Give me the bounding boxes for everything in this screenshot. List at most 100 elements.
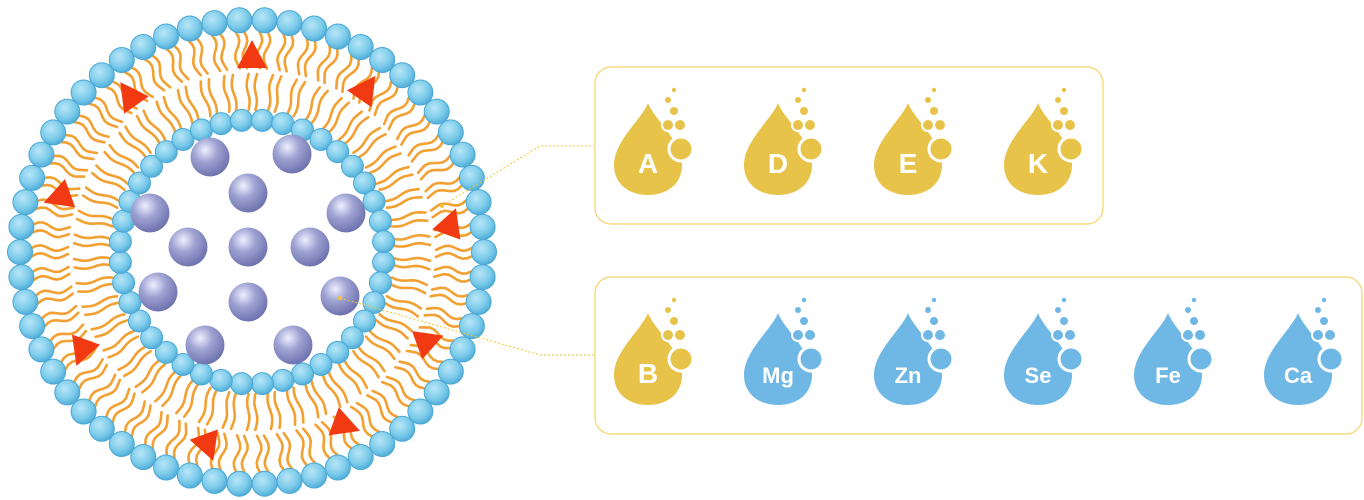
- lipid-tail: [151, 54, 172, 89]
- lipid-tail: [91, 171, 126, 191]
- lipid-tail: [35, 285, 73, 297]
- active-ingredient-triangle: [347, 75, 376, 108]
- lipid-tail: [31, 265, 70, 274]
- lipid-tail: [161, 373, 183, 408]
- lipid-head: [389, 62, 416, 89]
- lipid-tail: [32, 221, 71, 232]
- lipid-head: [458, 164, 485, 191]
- lipid-tail: [130, 66, 155, 99]
- lipid-tail: [335, 54, 353, 90]
- lipid-tail: [273, 75, 283, 114]
- lipid-head: [347, 34, 374, 60]
- lipid-head: [153, 454, 180, 481]
- lipid-head: [28, 336, 55, 363]
- nutrient-drop-icon: Fe: [1134, 297, 1215, 405]
- lipid-tail: [276, 33, 287, 72]
- lipid-tail: [275, 433, 285, 471]
- lipid-head: [369, 47, 396, 73]
- lipid-head: [407, 79, 434, 106]
- lipid-tail: [73, 120, 106, 144]
- lipid-tail: [142, 109, 167, 141]
- lipid-tail: [337, 363, 362, 395]
- lipid-tail: [43, 311, 80, 328]
- lipid-tail: [304, 86, 322, 122]
- lipid-head: [423, 98, 450, 125]
- lipid-tail: [229, 391, 238, 431]
- lipid-head: [271, 368, 295, 392]
- lipid-tail: [75, 276, 114, 286]
- lipid-tail: [375, 319, 409, 340]
- lipid-tail: [314, 423, 331, 460]
- lipid-head: [230, 108, 254, 132]
- lipid-tail: [390, 276, 429, 287]
- lipid-head: [291, 362, 314, 386]
- lipid-tail: [349, 405, 374, 438]
- core-sphere: [273, 325, 313, 365]
- lipid-head: [130, 34, 157, 60]
- lipid-tail: [301, 427, 317, 465]
- lipid-tail: [195, 37, 209, 75]
- lipid-tail: [371, 389, 399, 419]
- lipid-tail: [321, 373, 342, 408]
- nutrient-drop-icon: D: [744, 87, 825, 195]
- lipid-tail: [378, 173, 414, 191]
- lipid-tail: [84, 186, 121, 203]
- lipid-tail: [385, 295, 423, 310]
- lipid-tail: [433, 272, 472, 283]
- lipid-tail: [30, 243, 70, 253]
- lipid-tail: [266, 391, 274, 431]
- lipid-tail: [153, 370, 177, 403]
- lipid-tail: [31, 229, 71, 239]
- lipid-head: [19, 313, 46, 340]
- lipid-tail: [385, 375, 416, 402]
- lipid-head: [171, 128, 195, 151]
- active-ingredient-triangle: [328, 407, 360, 436]
- lipid-head: [326, 140, 350, 164]
- lipid-tail: [35, 206, 74, 218]
- lipid-head: [449, 141, 476, 168]
- lipid-tail: [108, 143, 140, 169]
- lipid-tail: [141, 363, 167, 394]
- lipid-tail: [162, 96, 183, 131]
- lipid-tail: [176, 88, 194, 125]
- lipid-tail: [217, 432, 228, 471]
- lipid-tail: [356, 345, 386, 373]
- lipid-head: [276, 10, 303, 37]
- lipid-tail: [285, 78, 299, 116]
- lipid-tail: [135, 114, 162, 146]
- lipid-tail: [368, 152, 402, 175]
- lipid-tail: [151, 414, 169, 450]
- lipid-tail: [364, 335, 396, 361]
- lipid-tail: [327, 101, 351, 134]
- lipid-head: [340, 154, 364, 178]
- outer-lipid-heads: [7, 7, 497, 497]
- lipid-head: [423, 379, 450, 406]
- lipid-tail: [73, 263, 112, 271]
- lipid-head: [40, 119, 67, 146]
- core-sphere: [326, 193, 366, 233]
- lipid-tail: [182, 382, 200, 418]
- nutrient-label: Fe: [1155, 363, 1181, 388]
- lipid-tail: [327, 370, 349, 404]
- lipid-tail: [36, 292, 75, 305]
- active-ingredient-triangle: [120, 82, 149, 114]
- lipid-head: [176, 462, 203, 489]
- lipid-tail: [266, 73, 275, 113]
- lipid-tail: [282, 431, 293, 470]
- lipid-tail: [373, 85, 399, 117]
- lipid-head: [471, 239, 497, 265]
- lipid-tail: [124, 125, 152, 154]
- lipid-tail: [81, 194, 119, 209]
- lipid-tail: [310, 379, 328, 416]
- lipid-tail: [78, 363, 109, 390]
- nutrient-label: Zn: [895, 363, 922, 388]
- nutrient-drop-icon: B: [614, 297, 695, 405]
- lipid-tail: [304, 382, 320, 419]
- lipid-tail: [107, 335, 140, 359]
- lipid-tail: [122, 350, 152, 378]
- active-ingredient-triangle: [237, 40, 267, 68]
- lipid-tail: [434, 244, 474, 253]
- lipid-tail: [123, 400, 146, 433]
- lipid-head: [153, 23, 180, 50]
- lipid-head: [250, 108, 274, 132]
